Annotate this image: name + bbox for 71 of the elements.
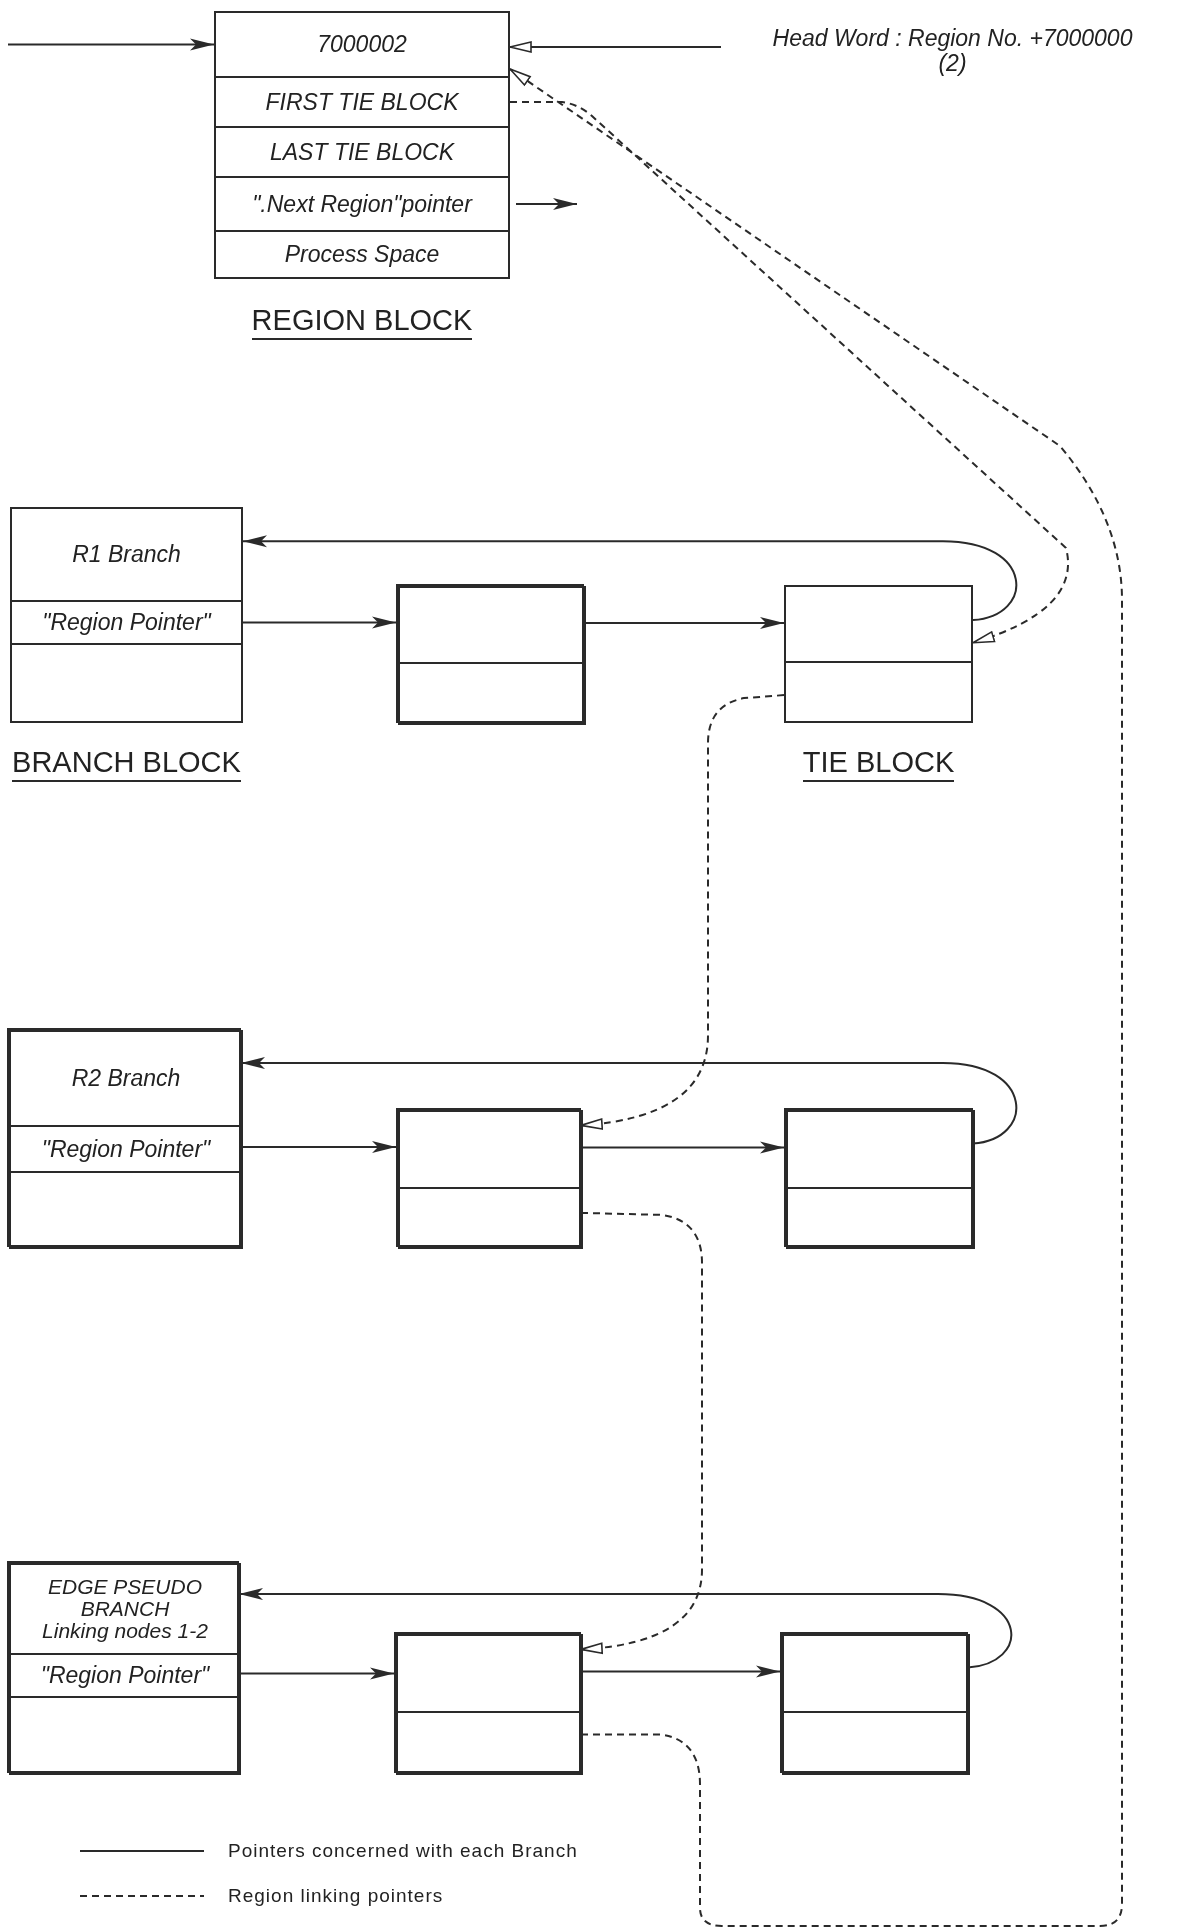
- empty-field-row: [784, 585, 973, 663]
- pointer-arrow: [238, 1667, 395, 1680]
- field-label: Linking nodes 1-2: [42, 1620, 208, 1643]
- pointer-arrow: [509, 41, 722, 53]
- field-row: [9, 1125, 243, 1173]
- empty-field-row: [398, 1110, 583, 1189]
- pointer-arrow: [580, 1141, 785, 1154]
- empty-field-row: [10, 643, 243, 723]
- pointer-arrow: [7, 38, 215, 51]
- field-label: EDGE PSEUDO BRANCH: [46, 1575, 203, 1620]
- field-row: [214, 176, 510, 232]
- pointer-arrow: [240, 1056, 1018, 1145]
- field-row: [9, 1563, 241, 1655]
- empty-field-row: [398, 1187, 583, 1249]
- block-heading: REGION BLOCK: [251, 304, 473, 340]
- empty-field-row: [782, 1711, 970, 1775]
- block-heading: TIE BLOCK: [802, 746, 955, 782]
- field-row: [9, 1653, 241, 1698]
- field-row: [214, 126, 510, 178]
- memory-block: [780, 1632, 968, 1773]
- annotation-line: (2): [938, 51, 967, 77]
- legend-text: Pointers concerned with each Branch: [228, 1840, 578, 1862]
- memory-block: [784, 1108, 973, 1247]
- memory-block: [7, 1028, 241, 1247]
- field-label: "Region Pointer": [42, 610, 211, 635]
- block-with-heading: [214, 11, 510, 341]
- field-label: R1 Branch: [72, 542, 181, 567]
- pointer-arrow: [580, 1665, 781, 1678]
- field-label: 7000002: [317, 32, 407, 57]
- empty-field-row: [396, 1711, 583, 1775]
- pointer-arrow: [515, 198, 578, 210]
- dashed-pointer-arrow: [509, 101, 1069, 644]
- block-with-heading: [10, 507, 243, 783]
- memory-block: [7, 1561, 239, 1773]
- memory-block: [396, 584, 584, 723]
- empty-field-row: [398, 586, 586, 664]
- pointer-arrow: [238, 1588, 1013, 1669]
- empty-field-row: [396, 1634, 583, 1713]
- field-row: [214, 11, 510, 78]
- field-label: LAST TIE BLOCK: [269, 139, 455, 165]
- block-with-heading: [784, 585, 973, 783]
- field-row: [9, 1030, 243, 1127]
- pointer-arrow: [583, 617, 785, 629]
- dashed-pointer-arrow: [580, 1211, 703, 1654]
- empty-field-row: [782, 1634, 970, 1713]
- empty-field-row: [784, 661, 973, 723]
- memory-block: [394, 1632, 581, 1773]
- field-row: [214, 230, 510, 279]
- field-label: "Region Pointer": [41, 1136, 211, 1162]
- pointer-arrow: [240, 1141, 397, 1153]
- field-row: [214, 76, 510, 128]
- empty-field-row: [398, 662, 586, 725]
- field-label: R2 Branch: [71, 1066, 181, 1091]
- field-label: ".Next Region"pointer: [252, 191, 472, 217]
- annotation-line: Head Word : Region No. +7000000: [771, 26, 1134, 52]
- empty-field-row: [786, 1187, 975, 1249]
- field-label: "Region Pointer": [40, 1663, 210, 1688]
- field-row: [10, 600, 243, 645]
- block-heading: BRANCH BLOCK: [12, 746, 241, 782]
- field-label: FIRST TIE BLOCK: [265, 89, 459, 115]
- empty-field-row: [9, 1171, 243, 1249]
- pointer-arrow: [242, 535, 1018, 622]
- memory-block: [396, 1108, 581, 1247]
- dashed-pointer-arrow: [509, 68, 1123, 1927]
- pointer-arrow: [242, 616, 397, 629]
- field-label: Process Space: [284, 242, 440, 267]
- dashed-pointer-arrow: [580, 694, 785, 1130]
- field-row: [10, 507, 243, 602]
- legend-text: Region linking pointers: [228, 1885, 444, 1907]
- empty-field-row: [786, 1110, 975, 1189]
- empty-field-row: [9, 1696, 241, 1775]
